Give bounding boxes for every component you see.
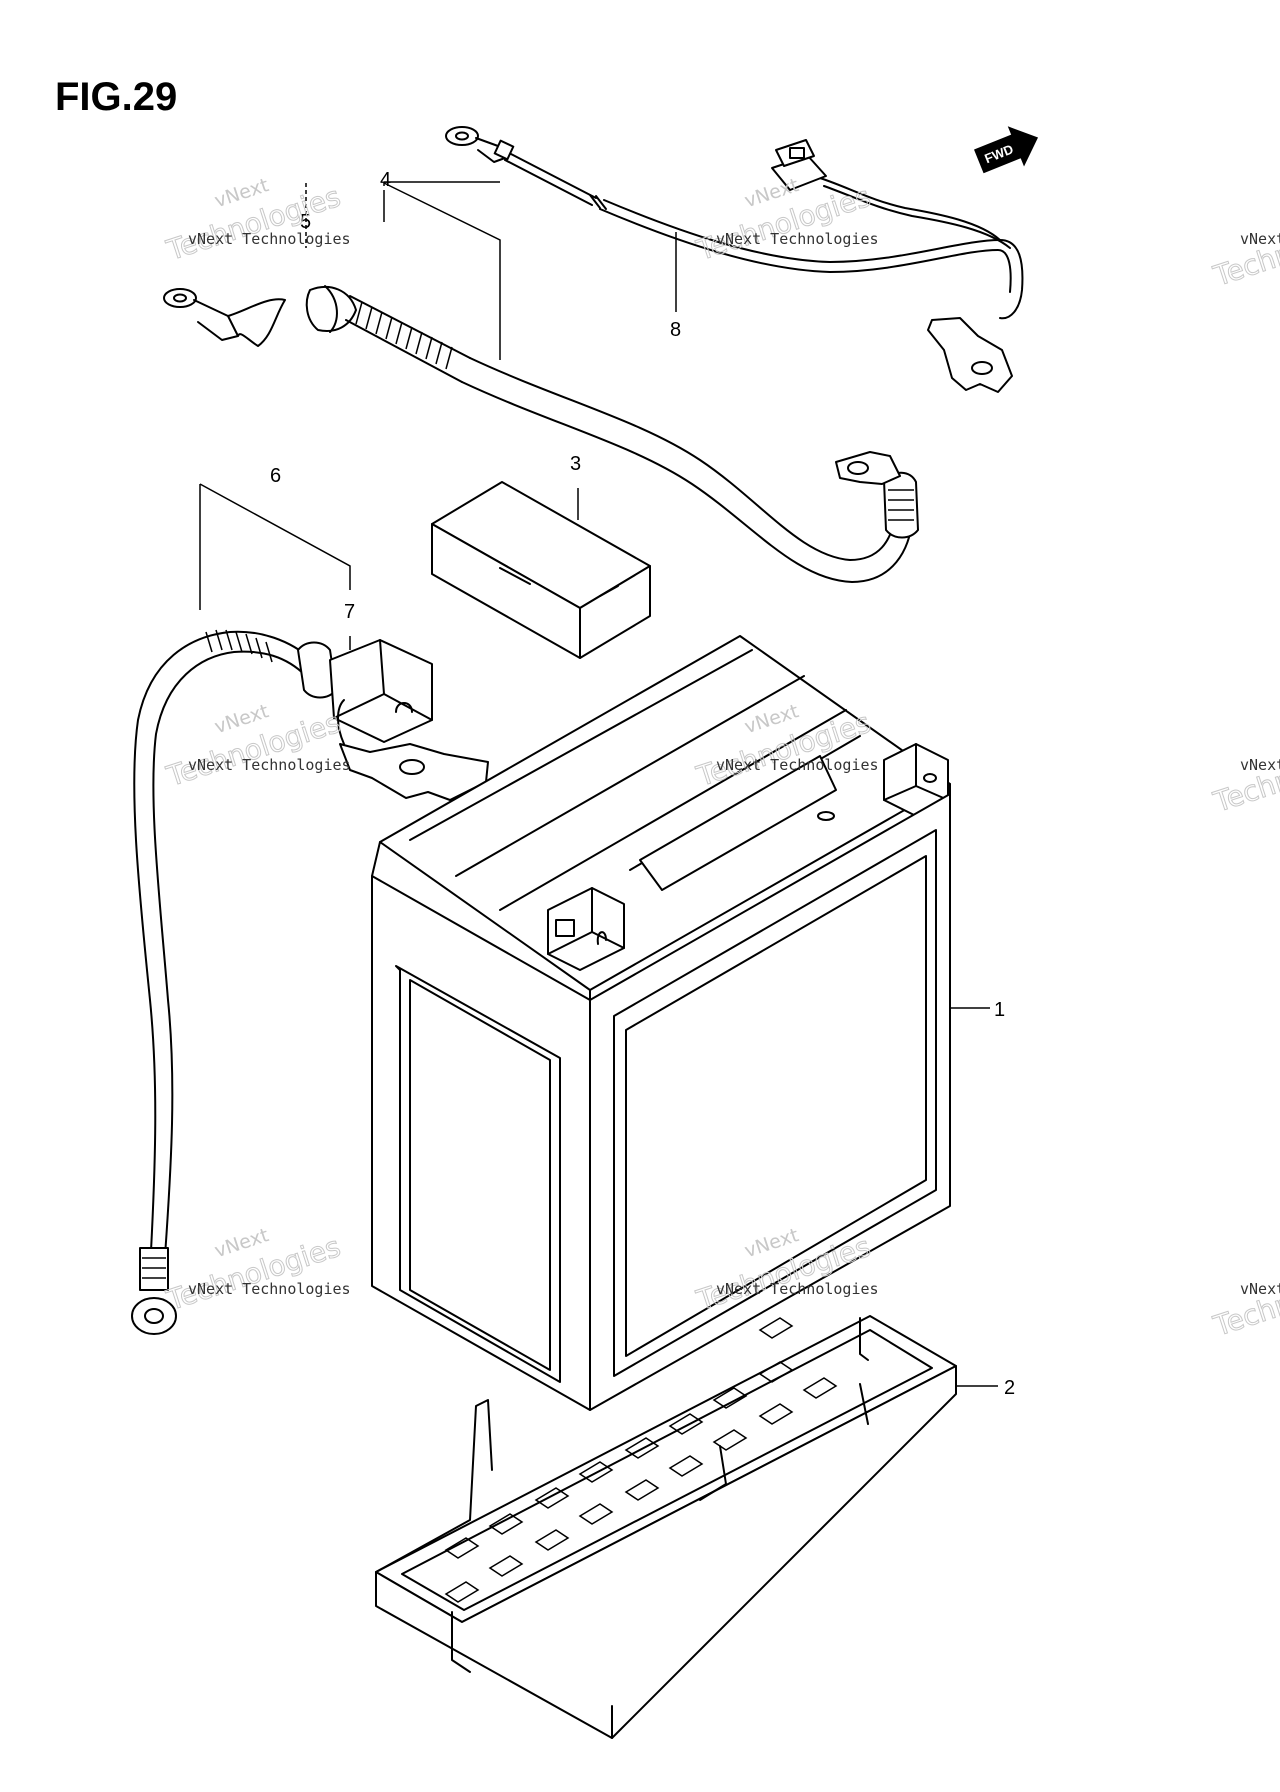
callout-leaders (199, 181, 998, 1387)
watermark-6-small: vNext Technologies (716, 1280, 879, 1298)
part-1-battery (371, 635, 951, 1411)
watermark-4-small: vNext Technologies (716, 756, 879, 774)
part-2-battery-tray (375, 1315, 957, 1739)
watermark-edge-1: Technologies (1209, 205, 1280, 293)
watermark-edge-1-text: Technologies (1209, 206, 1280, 293)
part-3-spacer (431, 481, 651, 659)
part-8-lead-wire (445, 126, 1024, 393)
watermark-edge-2-small: vNext Technologies (1240, 756, 1280, 774)
fwd-direction-badge: FWD (974, 126, 1039, 174)
watermark-5-small: vNext Technologies (188, 1280, 351, 1298)
part-6-negative-cable (131, 629, 489, 1335)
watermark-3-small: vNext Technologies (188, 756, 351, 774)
watermark-1-small: vNext Technologies (188, 230, 351, 248)
callout-6: 6 (270, 465, 281, 487)
watermark-edge-3-text: Technologies (1209, 1256, 1280, 1343)
callout-2: 2 (1004, 1377, 1015, 1399)
callout-4: 4 (380, 169, 391, 191)
watermark-5: vNext Technologies (162, 1224, 345, 1318)
callout-3: 3 (570, 453, 581, 475)
watermark-edge-2-text: Technologies (1209, 732, 1280, 819)
callout-8: 8 (670, 319, 681, 341)
callout-1: 1 (994, 999, 1005, 1021)
watermark-edge-3-small: vNext Technologies (1240, 1280, 1280, 1298)
watermark-1: vNext Technologies (162, 174, 345, 268)
callout-5: 5 (300, 211, 311, 233)
watermark-2-small: vNext Technologies (716, 230, 879, 248)
figure-title: FIG.29 (55, 75, 177, 119)
watermark-edge-2: Technologies (1209, 731, 1280, 819)
watermark-edge-3: Technologies (1209, 1255, 1280, 1343)
part-4-battery-cable (163, 285, 919, 583)
watermark-edge-1-small: vNext Technologies (1240, 230, 1280, 248)
callout-7: 7 (344, 601, 355, 623)
